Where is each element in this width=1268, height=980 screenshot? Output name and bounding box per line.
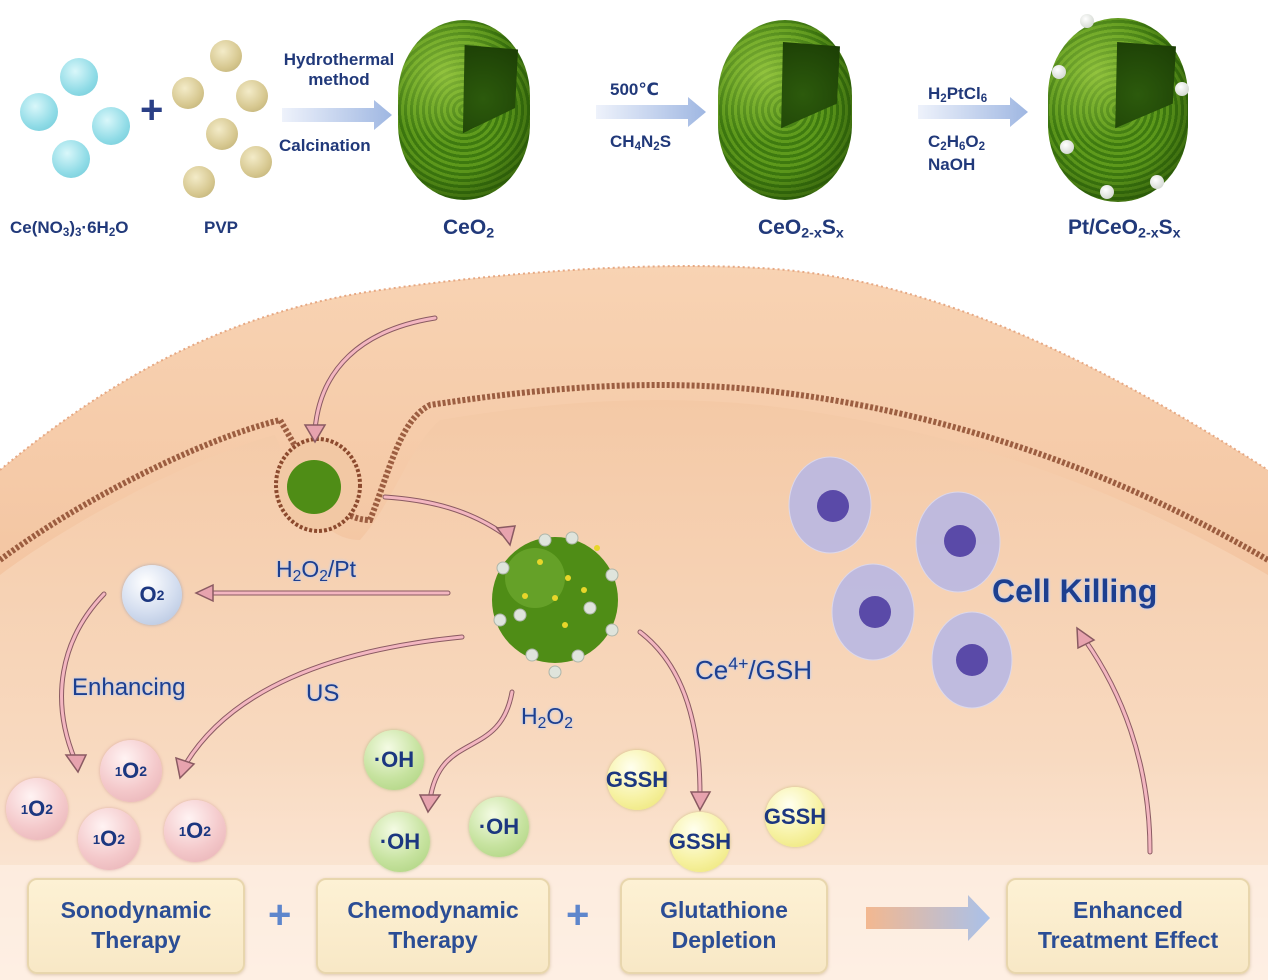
pt-surface-particles <box>493 531 619 679</box>
label-ultrasound: US <box>306 680 340 707</box>
tumor-cell <box>915 491 1001 593</box>
tumor-cells <box>788 456 1013 709</box>
hydroxyl-radical-bubble: ·OH <box>364 730 424 790</box>
result-arrow <box>866 895 990 941</box>
step-1-arrow <box>282 100 392 130</box>
tumor-cell <box>831 563 915 661</box>
gssh-bubble: GSSH <box>606 750 668 810</box>
pvp-sphere <box>236 80 268 112</box>
hydroxyl-radical-bubble: ·OH <box>370 812 430 872</box>
step-1-conditions-bottom: Calcination <box>279 136 371 155</box>
label-ce4-gsh: Ce4+/GSH <box>695 653 812 685</box>
step-1-conditions-top: Hydrothermal method <box>283 50 395 89</box>
step-3-reagents-bottom: C2H6O2 NaOH <box>928 132 986 174</box>
arrowheads <box>64 424 1096 814</box>
product-ceo2-label: CeO2 <box>443 216 495 242</box>
plus-sign-1: + <box>268 893 292 937</box>
precursor-ce-label: Ce(NO3)3·6H2O <box>10 218 129 239</box>
ce-precursor-sphere <box>20 93 58 131</box>
ce-precursor-sphere <box>92 107 130 145</box>
label-cell-killing: Cell Killing <box>992 573 1158 609</box>
pvp-sphere <box>206 118 238 150</box>
label-h2o2-pt: H2O2/Pt <box>276 556 357 585</box>
pt-particle <box>1060 140 1074 154</box>
pvp-sphere <box>172 77 204 109</box>
plus-sign-2: + <box>566 893 590 937</box>
label-h2o2: H2O2 <box>521 703 573 732</box>
precursor-pvp-label: PVP <box>204 218 239 237</box>
label-enhancing: Enhancing <box>72 674 186 701</box>
pt-particle <box>1175 82 1189 96</box>
plus-sign-synthesis: + <box>140 88 164 132</box>
sulfur-dopant-atoms <box>522 545 600 628</box>
pvp-sphere <box>210 40 242 72</box>
step-3-reagent-h2ptcl6: H2PtCl6 <box>928 84 988 105</box>
gssh-bubble: GSSH <box>764 787 826 847</box>
nanoparticle-highlight <box>505 548 565 608</box>
product-ceo2-xsx-label: CeO2-xSx <box>758 216 844 242</box>
pvp-sphere <box>240 146 272 178</box>
pvp-sphere <box>183 166 215 198</box>
pt-particle <box>1080 14 1094 28</box>
pt-particle <box>1150 175 1164 189</box>
mechanism-arrows <box>59 315 1153 855</box>
step-2-thiourea: CH4N2S <box>610 132 672 153</box>
ce-precursor-sphere <box>60 58 98 96</box>
step-3-arrow <box>918 97 1028 127</box>
cell-membrane-stripes <box>0 265 1268 471</box>
tumor-cell <box>788 456 872 554</box>
ce-precursor-sphere <box>52 140 90 178</box>
cell-membrane-inner-band <box>0 382 1268 563</box>
pt-particle <box>1052 65 1066 79</box>
step-2-temperature: 500℃ <box>610 80 659 99</box>
pt-particle <box>1100 185 1114 199</box>
gssh-bubble: GSSH <box>669 812 731 872</box>
hydroxyl-radical-bubble: ·OH <box>469 797 529 857</box>
step-2-arrow <box>596 97 706 127</box>
product-pt-ceo2-xsx-label: Pt/CeO2-xSx <box>1068 216 1181 242</box>
tumor-cell <box>931 611 1013 709</box>
nanoparticle-internalized <box>287 460 341 514</box>
